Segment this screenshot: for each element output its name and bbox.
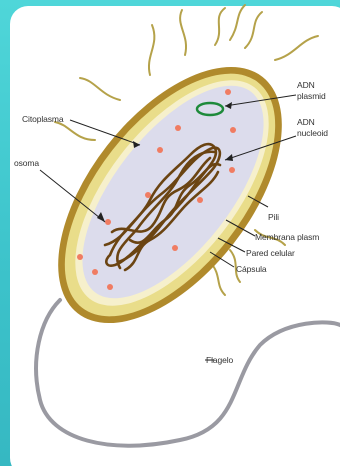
label-citoplasma: Citoplasma <box>22 114 64 124</box>
label-adn-nucleoide: ADN nucleoid <box>297 117 328 139</box>
ribosome <box>230 127 236 133</box>
ribosome <box>225 89 231 95</box>
label-membrana: Membrana plasm <box>255 232 319 242</box>
label-pared: Pared celular <box>246 248 295 258</box>
flagellum <box>36 300 340 446</box>
pilus <box>245 12 262 48</box>
ribosome <box>92 269 98 275</box>
pilus <box>275 36 318 60</box>
label-flagelo: Flagelo <box>206 355 233 365</box>
pilus <box>149 25 154 75</box>
label-capsula: Cápsula <box>236 264 267 274</box>
label-adn-plasmido: ADN plasmid <box>297 80 326 102</box>
ribosome <box>105 219 111 225</box>
ribosome <box>157 147 163 153</box>
label-ribosoma: osoma <box>14 158 39 168</box>
pilus <box>215 8 225 45</box>
label-pili: Pili <box>268 212 279 222</box>
pilus <box>55 122 95 140</box>
ribosome <box>77 254 83 260</box>
pilus <box>230 5 245 40</box>
ribosome <box>107 284 113 290</box>
ribosome <box>197 197 203 203</box>
ribosome <box>229 167 235 173</box>
pilus <box>80 78 120 100</box>
ribosome <box>175 125 181 131</box>
ribosome <box>172 245 178 251</box>
pilus <box>180 10 186 55</box>
